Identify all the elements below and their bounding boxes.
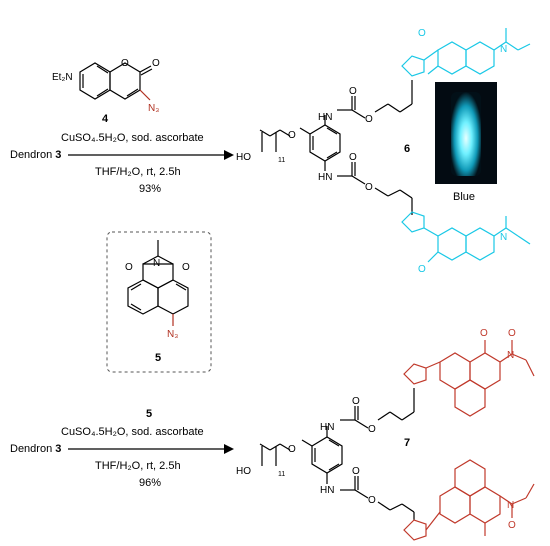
azide-5-imide-n: N [153,258,160,269]
product-7-top-carbonyl-o2: O [508,328,516,339]
product-6-carbonyl-o-bottom: O [349,152,357,163]
product-7-number: 7 [404,437,410,449]
reaction1-conditions-bottom: THF/H₂O, rt, 2.5h [95,166,181,178]
reagent-4-structure [79,62,153,100]
product-7-nh-top: HN [320,422,334,433]
reaction2-yield: 96% [139,477,161,489]
product-7-nh-bottom: HN [320,485,334,496]
product-6-ester-o-top: O [365,114,373,125]
product-6-nh-top: HN [318,112,332,123]
reaction1-arrowhead [224,150,234,160]
product-6-chain-repeat: 11 [278,157,285,164]
reaction2-conditions-top: CuSO₄.5H₂O, sod. ascorbate [61,426,204,438]
product-6-ether-o: O [288,130,296,141]
reagent-4-number: 4 [102,113,109,125]
product-7-chain-repeat: 11 [278,471,285,478]
product-6-nh-bottom: HN [318,172,332,183]
product-6-carbonyl-o-top: O [349,86,357,97]
reaction1-start-label: Dendron 3 [10,149,61,161]
azide-5-structure [127,240,189,315]
product-6-coumarin-top [401,28,531,77]
reagent-5-number: 5 [146,408,152,420]
reagent-4-azide-label: N₃ [148,103,159,114]
product-6-core [259,80,413,215]
reaction1-conditions-top: CuSO₄.5H₂O, sod. ascorbate [61,132,204,144]
product-6-number: 6 [404,143,410,155]
product-6-top-carbonyl-o: O [418,28,426,39]
product-7-bottom-carbonyl-o: O [508,520,516,531]
product-7-ester-o-bottom: O [368,495,376,506]
reagent-4-ring-oxygen: O [121,58,129,69]
product-7-top-carbonyl-o1: O [480,328,488,339]
reaction2-arrowhead [224,444,234,454]
product-7-bottom-imide-n: N [507,500,514,511]
product-7-naphthalimide-bottom [403,459,535,541]
azide-5-carbonyl-o-right: O [182,262,190,273]
product-7-ether-o: O [288,444,296,455]
reaction2-conditions-bottom: THF/H₂O, rt, 2.5h [95,460,181,472]
reaction1-yield: 93% [139,183,161,195]
product-6-coumarin-bottom [401,211,531,263]
azide-5-inset-box [106,231,212,373]
product-6-bottom-carbonyl-o: O [418,264,426,275]
product-6-bottom-amine-n: N [500,232,507,243]
product-7-carbonyl-o-bottom: O [352,466,360,477]
azide-5-azide-label: N₃ [167,329,178,340]
reagent-4-carbonyl-oxygen: O [152,58,160,69]
reagent-4-azide-bond [139,89,151,101]
product-7-carbonyl-o-top: O [352,396,360,407]
product-7-ho: HO [236,466,251,477]
product-7-top-imide-n: N [507,350,514,361]
fluorescence-caption: Blue [453,191,475,203]
fluorescence-vial [451,92,481,176]
azide-5-carbonyl-o-left: O [125,262,133,273]
reaction2-start-label: Dendron 3 [10,443,61,455]
product-7-core [259,388,415,520]
product-7-ester-o-top: O [368,424,376,435]
reagent-4-et2n-label: Et₂N [52,72,73,83]
product-6-top-amine-n: N [500,44,507,55]
product-7-naphthalimide-top [403,340,535,417]
azide-5-number: 5 [155,352,161,364]
product-6-ester-o-bottom: O [365,182,373,193]
product-6-ho: HO [236,152,251,163]
